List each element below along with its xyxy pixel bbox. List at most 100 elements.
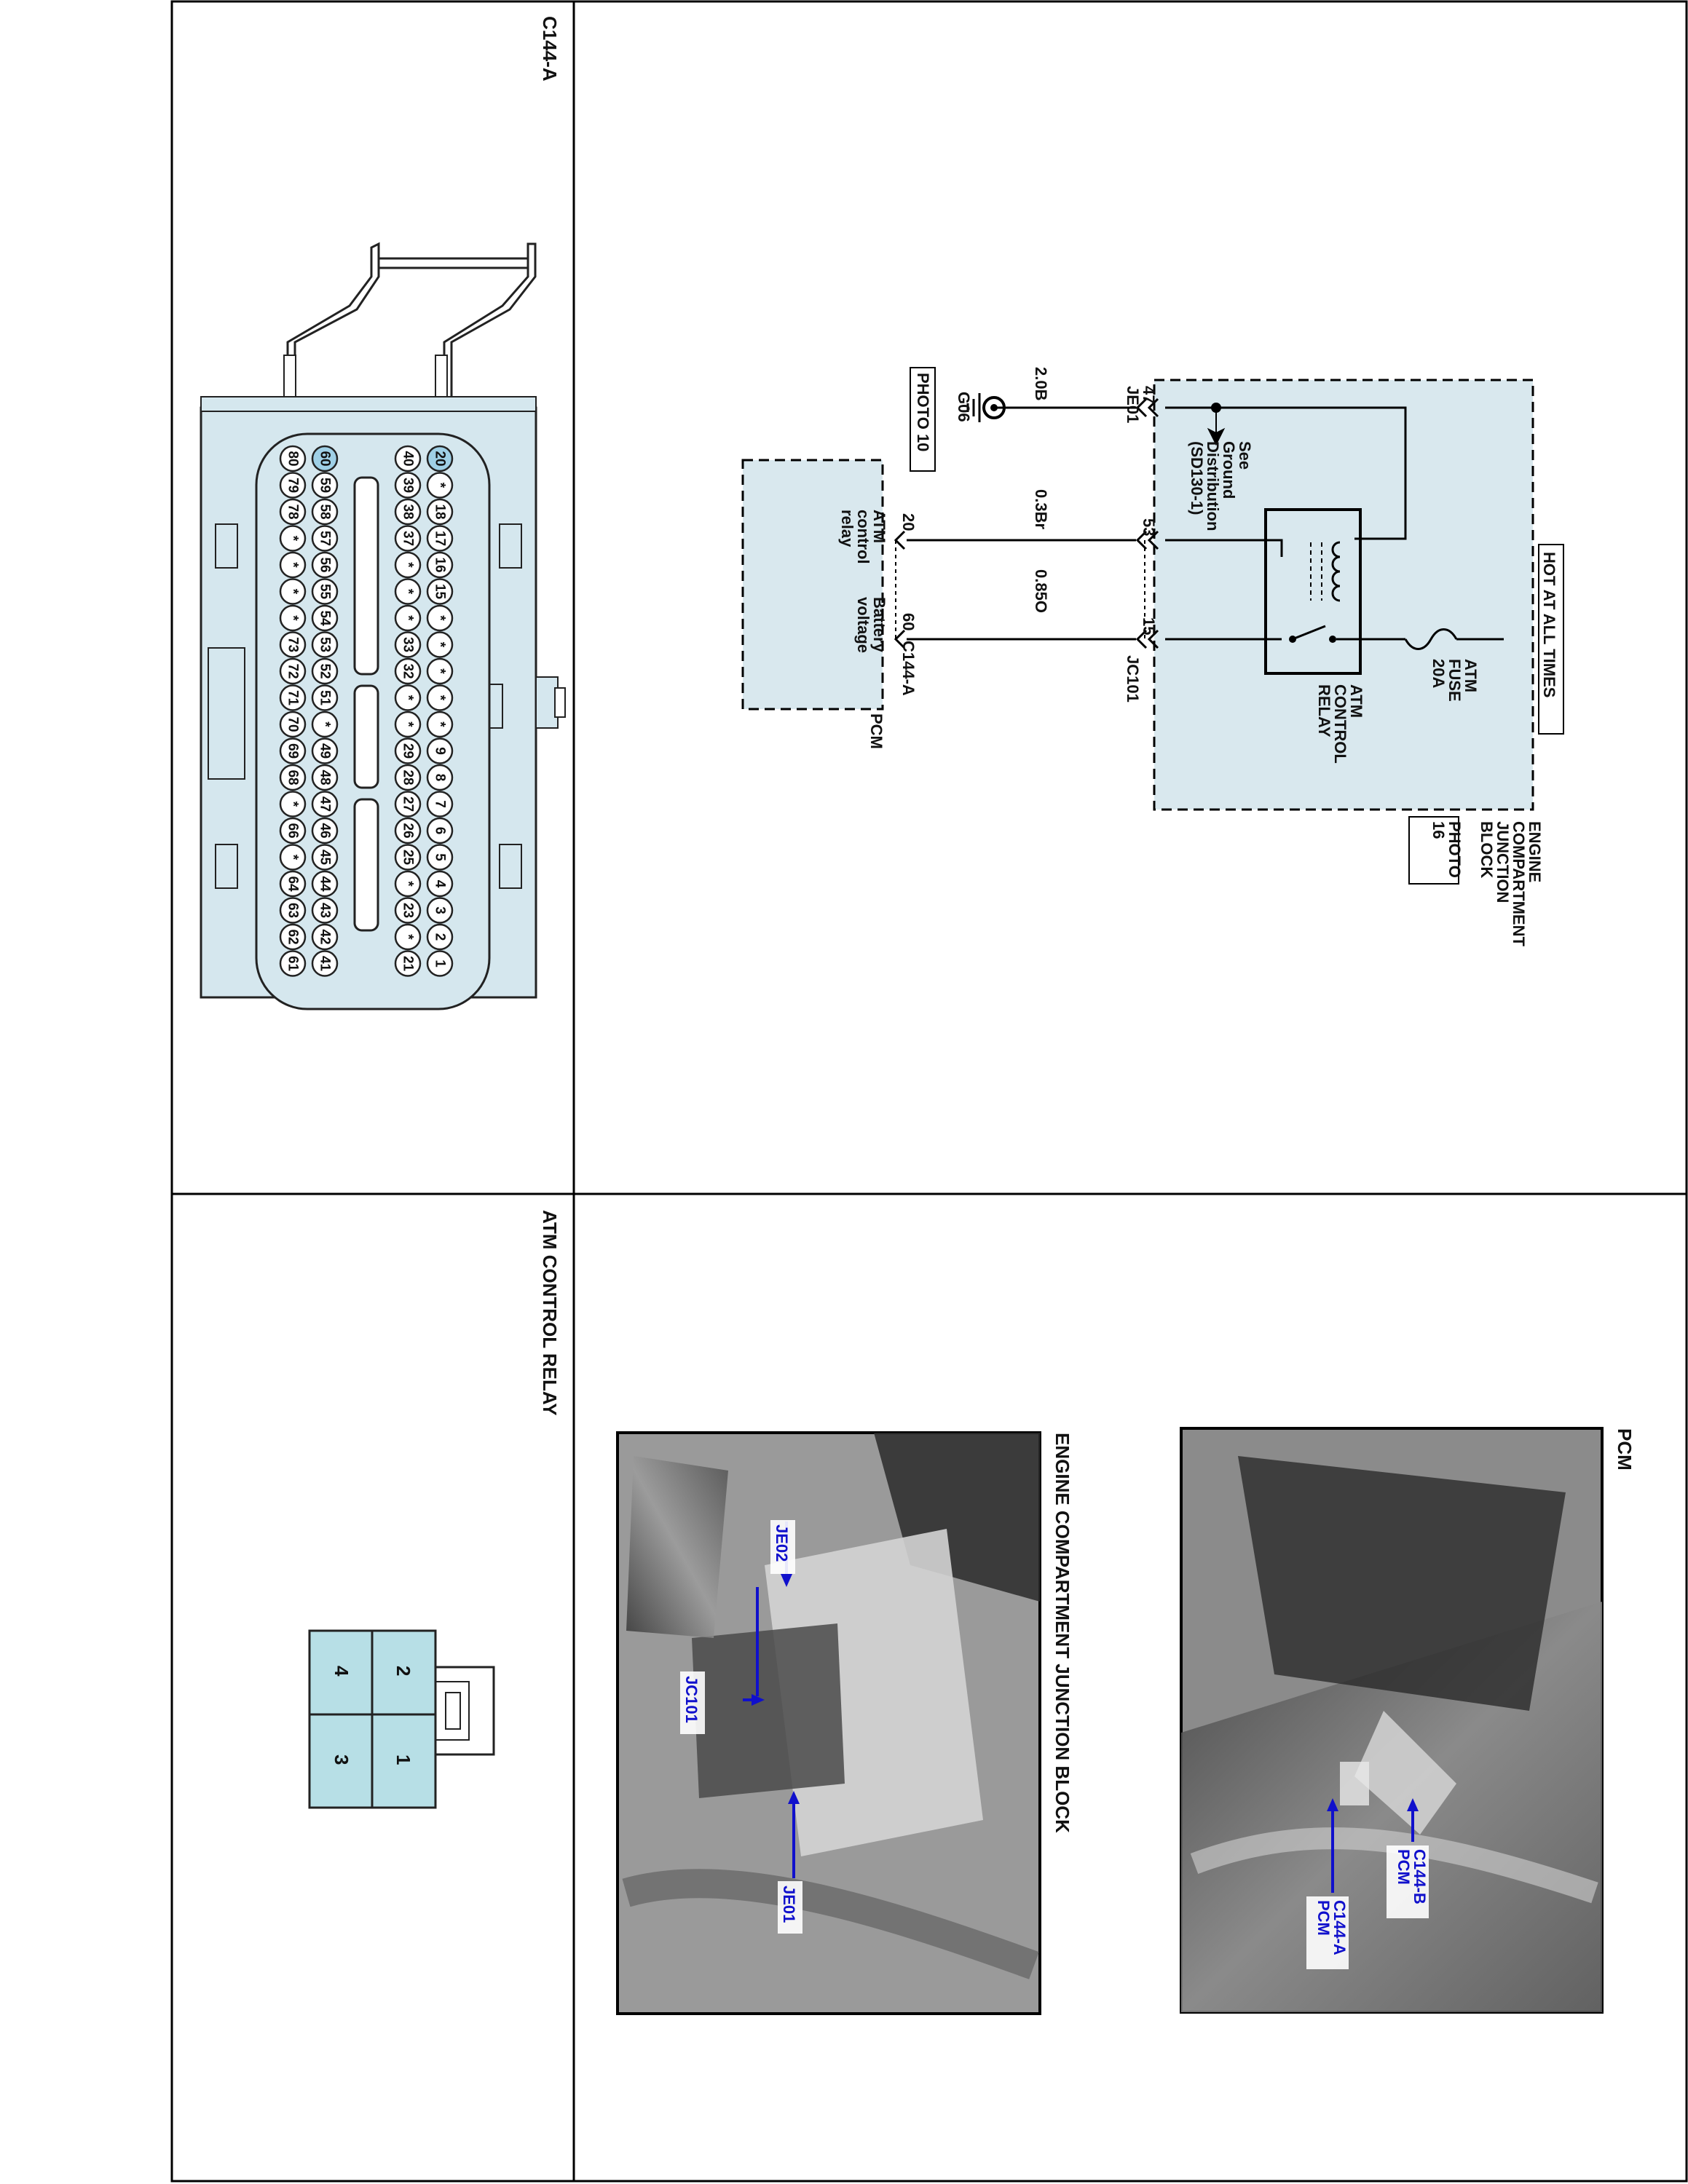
pin-cavity — [279, 711, 307, 738]
pin-cavity — [394, 923, 422, 951]
pcm-label-a-3: relay — [838, 510, 856, 547]
pin-label: * — [401, 615, 416, 621]
pin-cavity — [279, 791, 307, 818]
pin-je01: 47 — [1140, 386, 1158, 403]
pin-label: 62 — [285, 929, 301, 944]
relay-label-3: RELAY — [1315, 684, 1333, 737]
connector-jc101-label: JC101 — [1124, 655, 1142, 703]
junction-callout-je02: JE02 — [773, 1524, 791, 1562]
pin-label: 38 — [401, 504, 416, 519]
pin-cavity — [311, 498, 339, 526]
pin-label: 39 — [401, 478, 416, 493]
pin-label: * — [433, 642, 448, 648]
pin-jc101-b: 15 — [1140, 617, 1158, 635]
pin-label: 5 — [433, 853, 448, 861]
relay-panel-title: ATM CONTROL RELAY — [539, 1210, 561, 1416]
pin-cavity — [279, 472, 307, 499]
pin-cavity — [394, 870, 422, 898]
pin-label: 79 — [285, 478, 301, 493]
pin-cavity — [394, 445, 422, 472]
junction-label-4: BLOCK — [1478, 821, 1496, 878]
pcm-label-a-2: control — [854, 510, 872, 564]
pin-cavity — [426, 844, 454, 871]
pin-label: 48 — [318, 769, 333, 785]
pin-cavity — [311, 578, 339, 605]
pin-label: 33 — [401, 637, 416, 652]
pin-cavity — [426, 923, 454, 951]
pin-cavity — [394, 764, 422, 791]
junction-photo-2: 16 — [1429, 821, 1448, 839]
pin-label: * — [401, 695, 416, 701]
pcm-box — [741, 459, 884, 711]
schematic: HOT AT ALL TIMES ATM FUSE 20A ATM CONTRO… — [741, 367, 1564, 946]
pin-label: 27 — [401, 796, 416, 812]
pin-label: 18 — [433, 504, 448, 519]
pin-cavity — [426, 897, 454, 924]
connector-c144a-label: C144-A — [899, 641, 918, 696]
pin-label: 61 — [285, 956, 301, 972]
pin-label: * — [433, 615, 448, 621]
pin-label: 64 — [285, 876, 301, 892]
pcm-label-a-1: ATM — [870, 510, 888, 543]
pin-cavity — [279, 578, 307, 605]
pin-label: 44 — [318, 876, 333, 892]
pin-cavity — [426, 551, 454, 579]
pin-cavity — [394, 897, 422, 924]
pin-label: 41 — [318, 956, 333, 972]
pin-label: 53 — [318, 637, 333, 652]
pin-cavity — [394, 604, 422, 632]
pin-cavity — [394, 711, 422, 738]
pin-label: * — [285, 536, 301, 542]
pin-label: * — [433, 483, 448, 488]
pin-label: * — [433, 721, 448, 727]
pin-cavity — [426, 578, 454, 605]
wire-b-label: 0.85O — [1032, 569, 1050, 613]
pin-cavity — [279, 950, 307, 977]
junction-callout-jc101: JC101 — [682, 1676, 701, 1723]
pin-label: 69 — [285, 743, 301, 759]
pin-label: * — [401, 721, 416, 727]
pin-label: 54 — [318, 610, 333, 626]
pin-label: 58 — [318, 504, 333, 519]
ground-note-4: (SD130-1) — [1188, 441, 1206, 515]
connector-pin-grid: 20*18171615*****98765432140393837***3332… — [279, 445, 454, 977]
pin-label: 56 — [318, 557, 333, 572]
relay-connector-drawing: 2 1 4 3 — [308, 1629, 495, 1809]
ground-note-2: Ground — [1220, 441, 1238, 499]
pin-cavity — [311, 684, 339, 711]
pin-cavity — [394, 657, 422, 685]
pin-cavity — [426, 791, 454, 818]
pin-cavity — [394, 791, 422, 818]
pin-label: 59 — [318, 478, 333, 493]
relay-label-1: ATM — [1347, 684, 1365, 718]
pin-cavity — [426, 445, 454, 472]
pin-label: * — [433, 668, 448, 674]
pin-label: * — [433, 695, 448, 701]
connector-panel-title: C144-A — [539, 16, 561, 82]
pin-label: 26 — [401, 823, 416, 838]
pin-cavity — [426, 472, 454, 499]
pin-cavity — [394, 498, 422, 526]
pin-label: * — [285, 589, 301, 595]
pin-label: 2 — [433, 933, 448, 941]
ground-id: G06 — [955, 392, 973, 422]
pin-label: 21 — [401, 956, 416, 972]
pin-cavity — [394, 737, 422, 764]
pin-cavity — [311, 604, 339, 632]
pcm-label-b-2: voltage — [854, 597, 872, 653]
fuse-label-3: 20A — [1429, 659, 1448, 688]
relay-coil — [1331, 541, 1341, 602]
pin-label: 49 — [318, 743, 333, 759]
junction-callout-je01: JE01 — [780, 1886, 798, 1923]
pcm-callout-c144b-2: PCM — [1395, 1849, 1413, 1885]
pcm-callout-c144b-1: C144-B — [1411, 1849, 1429, 1904]
pin-cavity — [311, 950, 339, 977]
pin-label: 47 — [318, 796, 333, 812]
ground-photo: PHOTO 10 — [914, 373, 932, 451]
pin-cavity — [426, 498, 454, 526]
pin-cavity — [311, 870, 339, 898]
pcm-callout-c144a-1: C144-A — [1330, 1900, 1349, 1955]
fuse-symbol — [1404, 628, 1458, 650]
pin-cavity — [311, 472, 339, 499]
